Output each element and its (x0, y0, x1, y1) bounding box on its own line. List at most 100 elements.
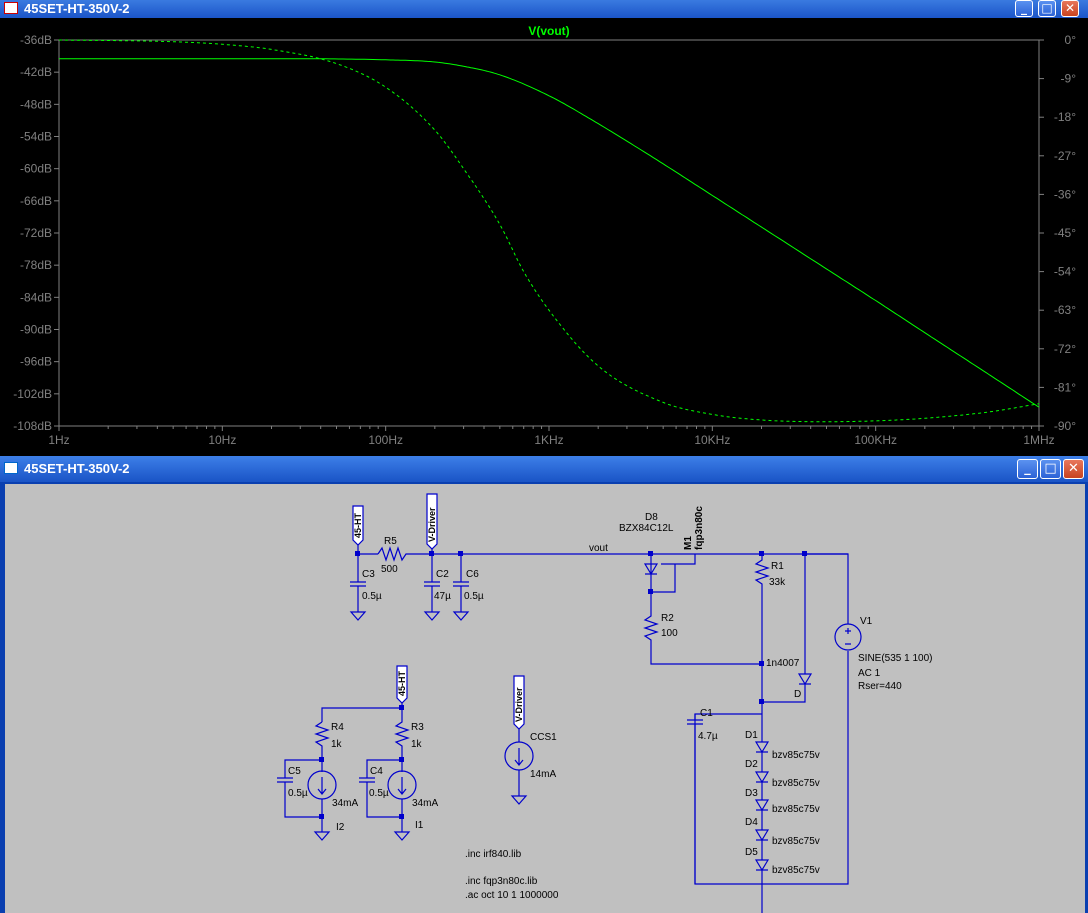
r5-value[interactable]: 500 (381, 564, 398, 575)
y-left-tick-label: -96dB (20, 355, 52, 369)
r1-value[interactable]: 33k (769, 577, 786, 588)
r4-value[interactable]: 1k (331, 739, 343, 750)
plot-window: 45SET-HT-350V-2 _ □ ✕ V(vout) -36dB -42dB… (0, 0, 1088, 456)
y-left-tick-label: -90dB (20, 323, 52, 337)
maximize-button[interactable]: □ (1038, 0, 1056, 17)
c5-label[interactable]: C5 (288, 766, 301, 777)
i2-value[interactable]: 34mA (332, 798, 358, 809)
d2-label[interactable]: D2 (745, 759, 758, 770)
net-flag-vdriver-a[interactable]: V-Driver (426, 493, 438, 550)
v1-value-3[interactable]: Rser=440 (858, 681, 902, 692)
d-label[interactable]: D (794, 689, 801, 700)
c6-label[interactable]: C6 (466, 569, 479, 580)
directive-ac[interactable]: .ac oct 10 1 1000000 (465, 890, 559, 901)
d8-value[interactable]: BZX84C12L (619, 523, 674, 534)
c2-label[interactable]: C2 (436, 569, 449, 580)
d3-value[interactable]: bzv85c75v (772, 804, 820, 815)
y-right-tick-label: -27° (1054, 149, 1076, 163)
minimize-button-2[interactable]: _ (1017, 459, 1038, 479)
y-left-tick-label: -36dB (20, 33, 52, 47)
waveform-app-icon (4, 2, 18, 14)
net-flag-45ht-a[interactable]: 45-HT (352, 505, 364, 546)
y-right-tick-label: -72° (1054, 342, 1076, 356)
x-tick-label: 1Hz (48, 433, 69, 447)
y-left-tick-label: -60dB (20, 162, 52, 176)
net-flag-vdriver-b[interactable]: V-Driver (513, 675, 525, 730)
y-right-tick-label: -90° (1054, 419, 1076, 433)
r2-value[interactable]: 100 (661, 628, 678, 639)
schematic-canvas[interactable]: 45-HT V-Driver (5, 484, 1085, 913)
i1-value[interactable]: 34mA (412, 798, 438, 809)
r2-label[interactable]: R2 (661, 613, 674, 624)
schematic-app-icon (4, 462, 18, 474)
r3-value[interactable]: 1k (411, 739, 423, 750)
m1-value[interactable]: fqp3n80c (694, 506, 705, 550)
x-tick-label: 1KHz (534, 433, 563, 447)
close-button-2[interactable]: ✕ (1063, 459, 1084, 479)
y-right-tick-label: -18° (1054, 110, 1076, 124)
x-tick-label: 100KHz (854, 433, 897, 447)
d4-value[interactable]: bzv85c75v (772, 836, 820, 847)
d1-value[interactable]: bzv85c75v (772, 750, 820, 761)
c4-label[interactable]: C4 (370, 766, 383, 777)
c4-value[interactable]: 0.5µ (369, 788, 389, 799)
bode-plot[interactable]: V(vout) -36dB -42dB -48dB -54dB -60dB -66dB -7… (0, 18, 1088, 456)
magnitude-trace[interactable] (59, 58, 1040, 408)
c2-value[interactable]: 47µ (434, 591, 451, 602)
maximize-button-2[interactable]: □ (1040, 459, 1061, 479)
c3-label[interactable]: C3 (362, 569, 375, 580)
x-tick-label: 10Hz (208, 433, 236, 447)
r1-label[interactable]: R1 (771, 561, 784, 572)
d8-label[interactable]: D8 (645, 512, 658, 523)
ccs1-value[interactable]: 14mA (530, 769, 556, 780)
y-right-tick-label: -63° (1054, 303, 1076, 317)
c3-value[interactable]: 0.5µ (362, 591, 382, 602)
schematic-window-title: 45SET-HT-350V-2 (24, 461, 130, 476)
vout-label[interactable]: vout (589, 543, 608, 554)
y-left-tick-label: -102dB (13, 387, 52, 401)
minimize-button[interactable]: _ (1015, 0, 1033, 17)
y-left-tick-label: -42dB (20, 65, 52, 79)
i1-label[interactable]: I1 (415, 820, 424, 831)
c5-value[interactable]: 0.5µ (288, 788, 308, 799)
r5-label[interactable]: R5 (384, 536, 397, 547)
d4-label[interactable]: D4 (745, 817, 758, 828)
phase-trace[interactable] (58, 39, 1040, 423)
d3-label[interactable]: D3 (745, 788, 758, 799)
y-left-tick-label: -54dB (20, 130, 52, 144)
schematic-drawing[interactable]: 45-HT V-Driver (5, 484, 1085, 913)
r4-label[interactable]: R4 (331, 722, 344, 733)
schematic-titlebar[interactable]: 45SET-HT-350V-2 _ □ ✕ (0, 456, 1088, 482)
d-1n4007-label[interactable]: 1n4007 (766, 658, 800, 669)
schematic-window: 45SET-HT-350V-2 _ □ ✕ 45-HT V-Driver (0, 456, 1088, 913)
y-left-tick-label: -72dB (20, 226, 52, 240)
x-tick-label: 1MHz (1023, 433, 1054, 447)
trace-label[interactable]: V(vout) (528, 24, 569, 38)
c1-label[interactable]: C1 (700, 708, 713, 719)
m1-label[interactable]: M1 (683, 536, 694, 550)
y-left-tick-label: -66dB (20, 194, 52, 208)
directive-inc-irf840[interactable]: .inc irf840.lib (465, 849, 522, 860)
d5-label[interactable]: D5 (745, 847, 758, 858)
close-button[interactable]: ✕ (1061, 0, 1079, 17)
r3-label[interactable]: R3 (411, 722, 424, 733)
d5-value[interactable]: bzv85c75v (772, 865, 820, 876)
y-left-tick-label: -48dB (20, 97, 52, 111)
d2-value[interactable]: bzv85c75v (772, 778, 820, 789)
directive-inc-fqp3n80c[interactable]: .inc fqp3n80c.lib (465, 876, 538, 887)
y-right-tick-label: -36° (1054, 187, 1076, 201)
v1-label[interactable]: V1 (860, 616, 873, 627)
i2-label[interactable]: I2 (336, 822, 345, 833)
y-left-tick-label: -78dB (20, 258, 52, 272)
plot-titlebar[interactable]: 45SET-HT-350V-2 _ □ ✕ (0, 0, 1088, 18)
c6-value[interactable]: 0.5µ (464, 591, 484, 602)
y-right-tick-label: -54° (1054, 265, 1076, 279)
ccs1-label[interactable]: CCS1 (530, 732, 557, 743)
c1-value[interactable]: 4.7µ (698, 731, 718, 742)
v1-value-1[interactable]: SINE(535 1 100) (858, 653, 933, 664)
d1-label[interactable]: D1 (745, 730, 758, 741)
net-flag-vdriver-b-label: V-Driver (514, 687, 524, 722)
net-flag-45ht-b[interactable]: 45-HT (396, 665, 408, 704)
plot-window-title: 45SET-HT-350V-2 (24, 1, 130, 16)
v1-value-2[interactable]: AC 1 (858, 668, 881, 679)
